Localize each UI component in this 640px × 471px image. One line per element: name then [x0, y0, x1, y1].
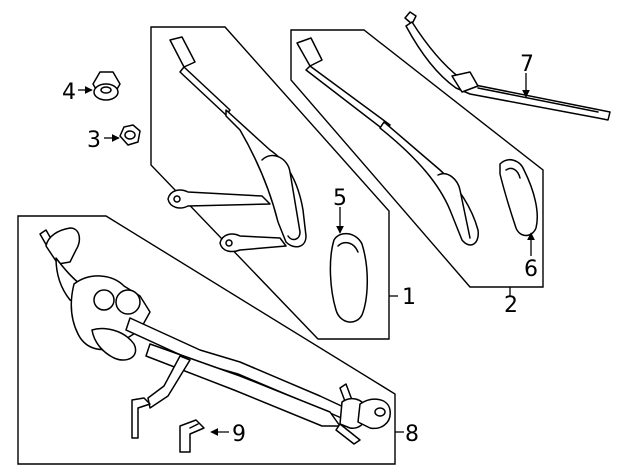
wiper-arm-2: [296, 37, 479, 246]
callout-4: 4: [62, 80, 76, 105]
callout-6: 6: [524, 257, 538, 282]
group-outline-2: [290, 29, 544, 288]
callout-7: 7: [520, 52, 534, 77]
nut-4: [92, 71, 121, 101]
callout-2: 2: [504, 293, 518, 318]
nut-3: [119, 124, 141, 146]
callout-1: 1: [402, 285, 416, 310]
callout-8: 8: [405, 422, 419, 447]
wiper-blade-7: [404, 11, 611, 121]
callout-5: 5: [333, 186, 347, 211]
wiper-linkage-8: [39, 227, 391, 445]
cap-6: [499, 159, 538, 237]
group-outline-1: [150, 26, 390, 340]
bracket-9: [131, 397, 205, 453]
callout-9: 9: [232, 422, 246, 447]
wiper-arm-1: [167, 36, 307, 253]
group-outline-8: [17, 215, 396, 465]
callout-3: 3: [87, 128, 101, 153]
cover-cap-5: [329, 232, 369, 323]
